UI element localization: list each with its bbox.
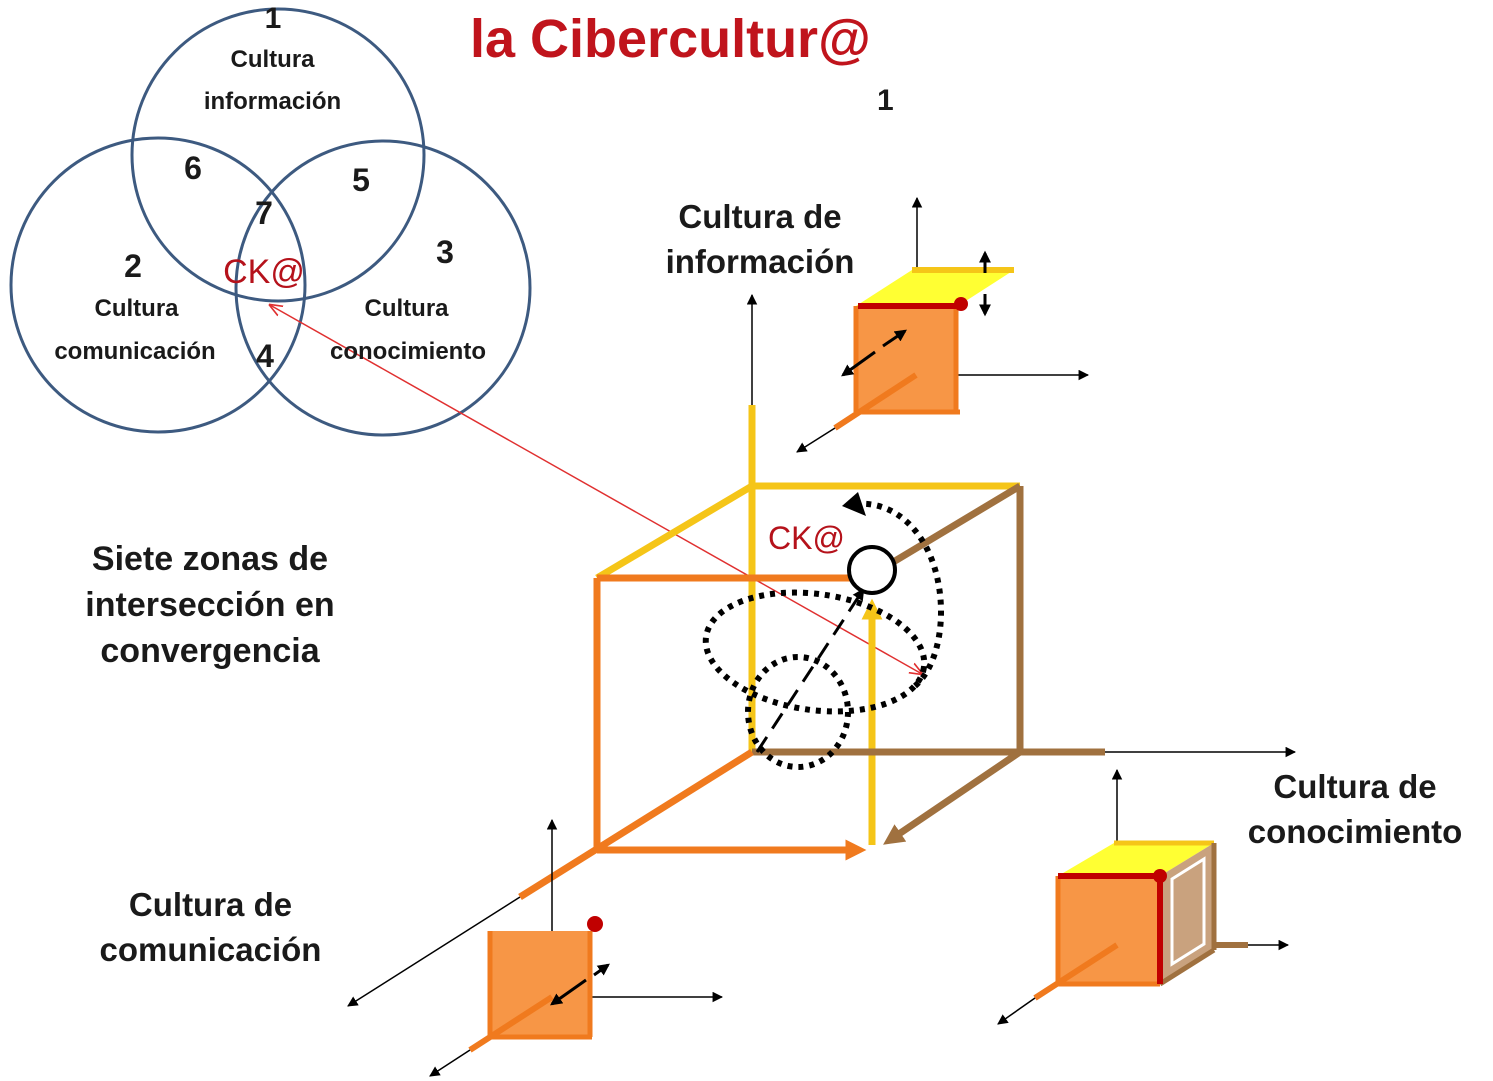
venn-zone-3-label-line2: conocimiento bbox=[329, 338, 486, 365]
mini-box-informacion bbox=[796, 196, 1090, 453]
venn-zone-6-number: 6 bbox=[184, 150, 202, 186]
venn-zone-4-number: 4 bbox=[256, 338, 274, 374]
mini-box-comunicacion bbox=[429, 818, 724, 1077]
axis-label-comunicacion-line1: Cultura de bbox=[128, 886, 293, 923]
venn-zone-3-number: 3 bbox=[436, 234, 454, 270]
axis-label-comunicacion-line2: comunicación bbox=[99, 931, 322, 968]
venn-zone-2-label-line1: Cultura bbox=[94, 295, 179, 322]
ck-connector-arrow bbox=[270, 305, 922, 674]
venn-circle-comunicacion bbox=[9, 136, 307, 434]
axis-label-informacion-line1: Cultura de bbox=[678, 198, 842, 235]
venn-zone-1-label-line2: información bbox=[203, 88, 342, 115]
venn-zone-7-number: 7 bbox=[255, 195, 273, 231]
axis-label-conocimiento-line2: conocimiento bbox=[1247, 813, 1463, 850]
venn-zone-1-label-line1: Cultura bbox=[230, 46, 315, 73]
ck-point bbox=[847, 545, 897, 595]
venn-center-label: CK@ bbox=[223, 253, 305, 291]
cube-ck-label: CK@ bbox=[768, 520, 845, 556]
venn-zone-5-number: 5 bbox=[352, 162, 370, 198]
top-marker-number: 1 bbox=[877, 84, 894, 117]
axis-label-conocimiento-line1: Cultura de bbox=[1273, 768, 1437, 805]
venn-zone-3-label-line1: Cultura bbox=[364, 295, 449, 322]
axis-label-informacion-line2: información bbox=[665, 243, 855, 280]
side-text-line2: intersección en bbox=[85, 586, 335, 624]
venn-circle-informacion bbox=[130, 7, 426, 303]
venn-zone-2-label-line2: comunicación bbox=[54, 338, 216, 365]
mini-box-conocimiento bbox=[997, 768, 1290, 1025]
main-cube bbox=[347, 293, 1297, 1007]
venn-zone-2-number: 2 bbox=[124, 248, 142, 284]
page-title: la Cibercultur@ bbox=[470, 9, 871, 69]
venn-zone-1-number: 1 bbox=[264, 2, 282, 35]
side-text-line1: Siete zonas de bbox=[91, 540, 329, 578]
side-text-line3: convergencia bbox=[100, 632, 320, 670]
